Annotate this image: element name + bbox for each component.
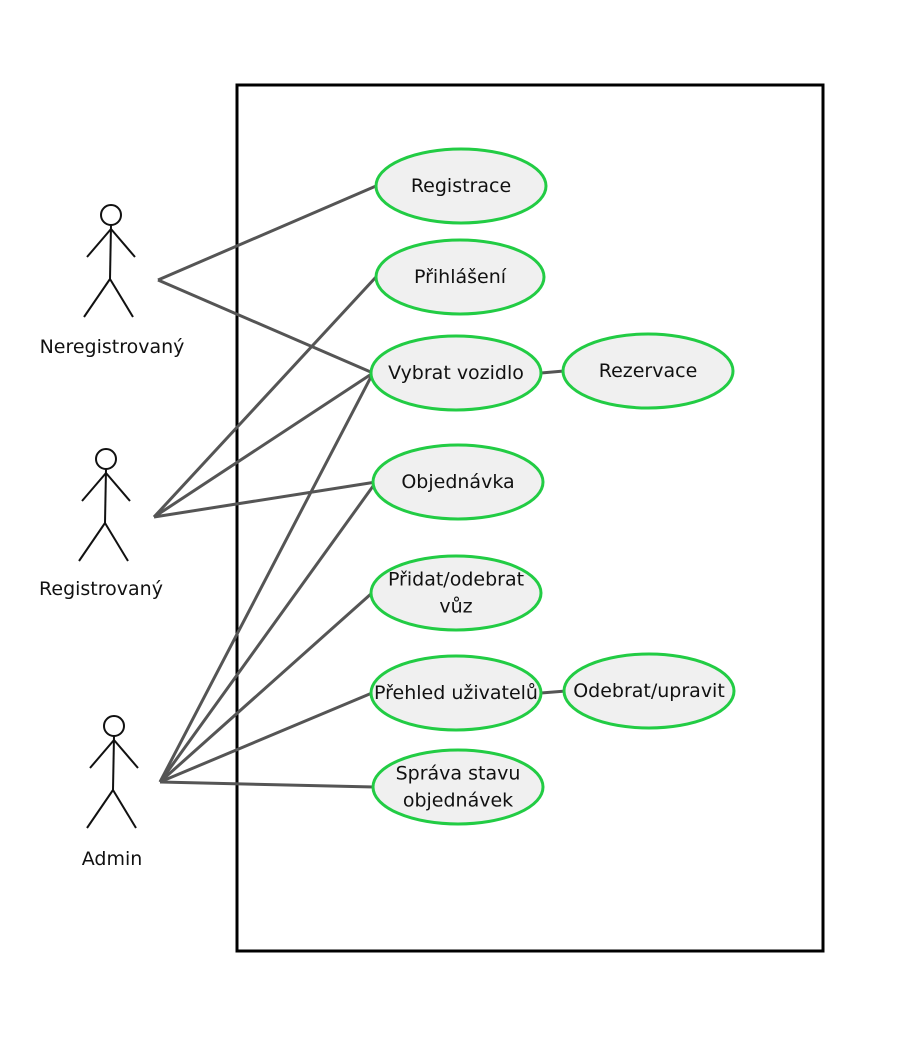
association-vybrat-vozidlo-rezervace xyxy=(540,369,565,375)
stick-figure-icon xyxy=(78,448,131,562)
association-admin-objednavka xyxy=(158,481,378,783)
use-case-rezervace[interactable]: Rezervace xyxy=(561,332,735,410)
use-case-label: Rezervace xyxy=(599,360,698,382)
actor-admin: Admin xyxy=(82,715,143,870)
association-registrovany-prihlaseni xyxy=(152,275,378,519)
actor-label: Admin xyxy=(82,848,143,870)
use-case-ellipse xyxy=(374,147,548,225)
use-case-ellipse xyxy=(561,332,735,410)
use-case-label: Odebrat/upravit xyxy=(573,680,725,702)
use-case-label: Přihlášení xyxy=(414,266,507,288)
stick-figure-icon xyxy=(86,715,139,829)
use-case-label: Přehled uživatelů xyxy=(374,682,538,704)
association-admin-pridat-odebrat-vuz xyxy=(159,591,373,784)
use-case-prehled-uzivatelu[interactable]: Přehled uživatelů xyxy=(369,654,543,732)
system-boundary xyxy=(235,83,825,953)
use-case-label: Vybrat vozidlo xyxy=(388,362,524,384)
use-case-odebrat-upravit[interactable]: Odebrat/upravit xyxy=(562,652,736,730)
use-case-sprava-stavu[interactable]: Správa stavu objednávek xyxy=(371,748,545,826)
association-registrovany-objednavka xyxy=(153,480,377,519)
actor-registrovany: Registrovaný xyxy=(39,448,163,600)
use-case-vybrat-vozidlo[interactable]: Vybrat vozidlo xyxy=(369,334,543,412)
use-case-label: objednávek xyxy=(403,790,513,812)
use-case-prihlaseni[interactable]: Přihlášení xyxy=(374,238,546,316)
association-registrovany-vybrat-vozidlo xyxy=(153,371,374,519)
association-admin-prehled-uzivatelu xyxy=(159,691,373,784)
association-neregistrovany-vybrat-vozidlo xyxy=(157,278,374,375)
use-case-label: Registrace xyxy=(411,175,511,197)
use-case-objednavka[interactable]: Objednávka xyxy=(371,443,545,521)
actor-neregistrovany: Neregistrovaný xyxy=(40,204,185,358)
use-case-registrace[interactable]: Registrace xyxy=(374,147,548,225)
use-case-label: Přidat/odebrat xyxy=(388,569,524,591)
use-case-ellipse xyxy=(374,238,546,316)
stick-figure-icon xyxy=(83,204,136,318)
association-neregistrovany-registrace xyxy=(157,184,377,282)
use-case-ellipse xyxy=(369,554,543,632)
use-case-ellipse xyxy=(562,652,736,730)
use-case-label: vůz xyxy=(439,596,472,618)
use-case-label: Správa stavu xyxy=(396,763,521,785)
use-case-ellipse xyxy=(371,748,545,826)
use-case-ellipse xyxy=(369,334,543,412)
use-case-ellipse xyxy=(371,443,545,521)
association-admin-vybrat-vozidlo xyxy=(158,372,375,783)
associations-layer xyxy=(152,184,567,789)
association-prehled-uzivatelu-odebrat-upravit xyxy=(540,689,567,695)
actor-label: Registrovaný xyxy=(39,578,163,600)
actor-label: Neregistrovaný xyxy=(40,336,185,358)
use-case-pridat-odebrat-vuz[interactable]: Přidat/odebrat vůz xyxy=(369,554,543,632)
use-case-label: Objednávka xyxy=(401,471,514,493)
use-case-ellipse xyxy=(369,654,543,732)
association-admin-sprava-stavu xyxy=(159,780,375,789)
